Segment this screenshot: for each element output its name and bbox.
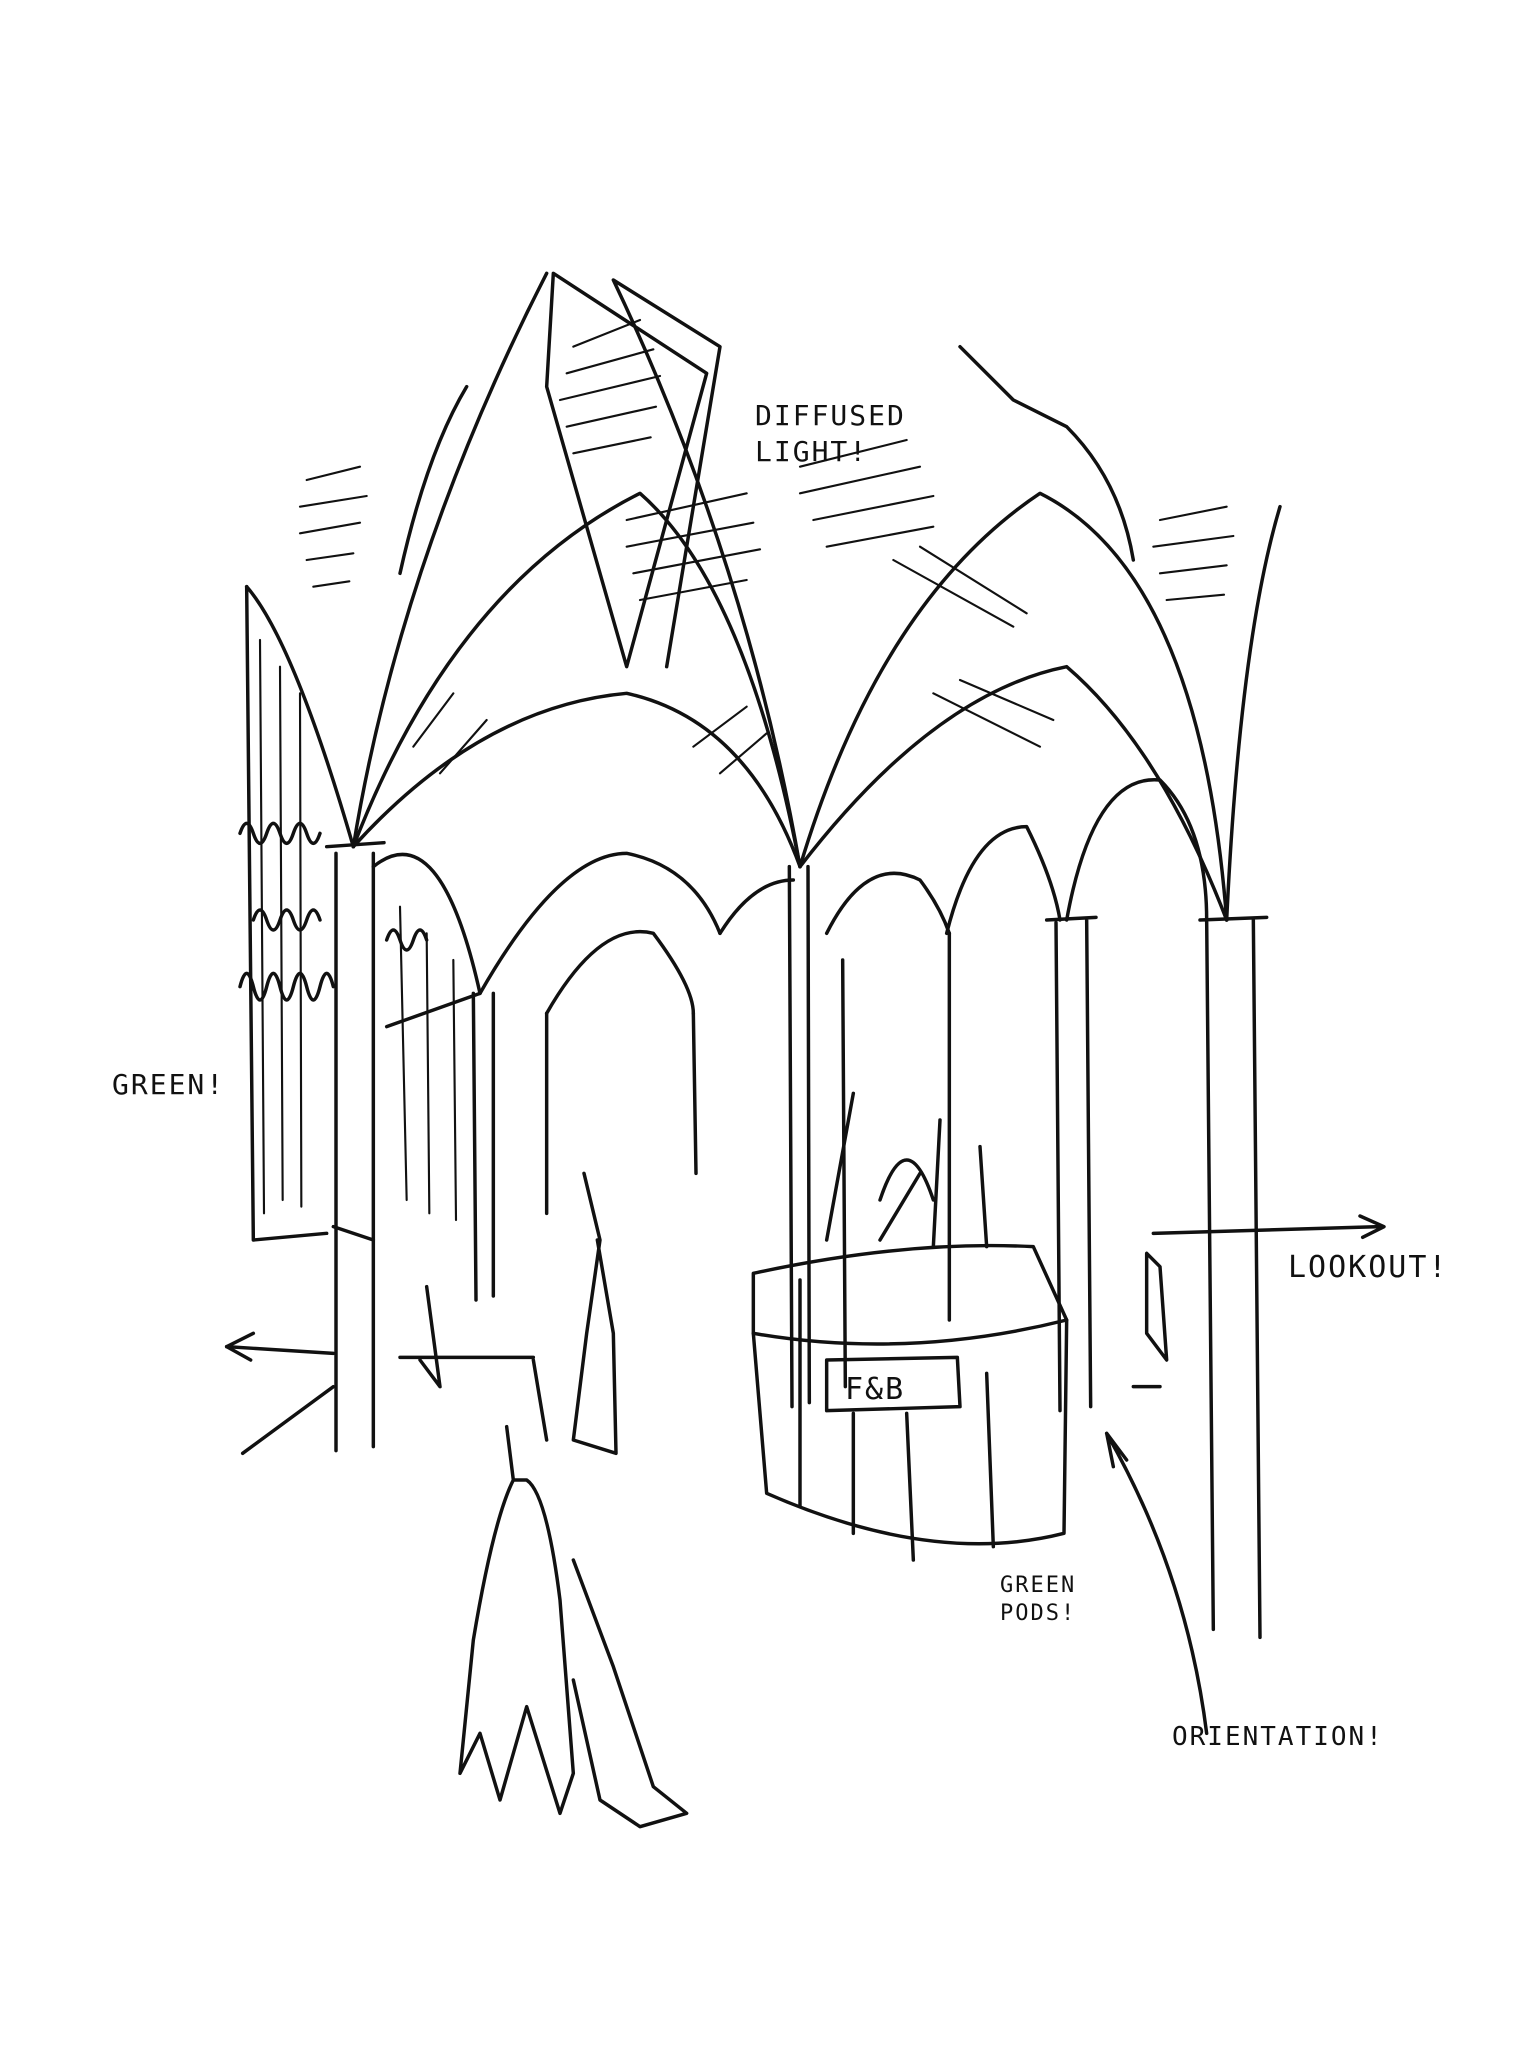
- left-arrow-icon: [224, 1331, 256, 1362]
- column-center: [787, 864, 812, 1409]
- people: [224, 1171, 1169, 1829]
- note-lookout: LOOKOUT!: [1288, 1250, 1449, 1285]
- annotation-arrows: [224, 1214, 1386, 1736]
- green-wall-scribble: [238, 821, 482, 1029]
- note-fnb: F&B: [845, 1372, 906, 1407]
- columns: [324, 840, 1269, 1640]
- orientation-arrow-icon: [1104, 1431, 1209, 1736]
- green-pod: [751, 1091, 1069, 1562]
- hatching: [258, 318, 1235, 1222]
- column-mid-left: [471, 991, 496, 1302]
- lookout-arrow-icon: [1151, 1214, 1386, 1240]
- vaults: [244, 271, 1282, 1242]
- note-orientation: ORIENTATION!: [1172, 1722, 1384, 1752]
- column-right: [1044, 915, 1098, 1413]
- note-green-pods: GREEN PODS!: [1000, 1573, 1077, 1626]
- column-left: [324, 840, 386, 1453]
- note-green: GREEN!: [112, 1068, 226, 1101]
- column-far-right: [1198, 915, 1269, 1640]
- note-diffused-light: DIFFUSED LIGHT!: [755, 399, 906, 468]
- column-inner: [544, 931, 952, 1389]
